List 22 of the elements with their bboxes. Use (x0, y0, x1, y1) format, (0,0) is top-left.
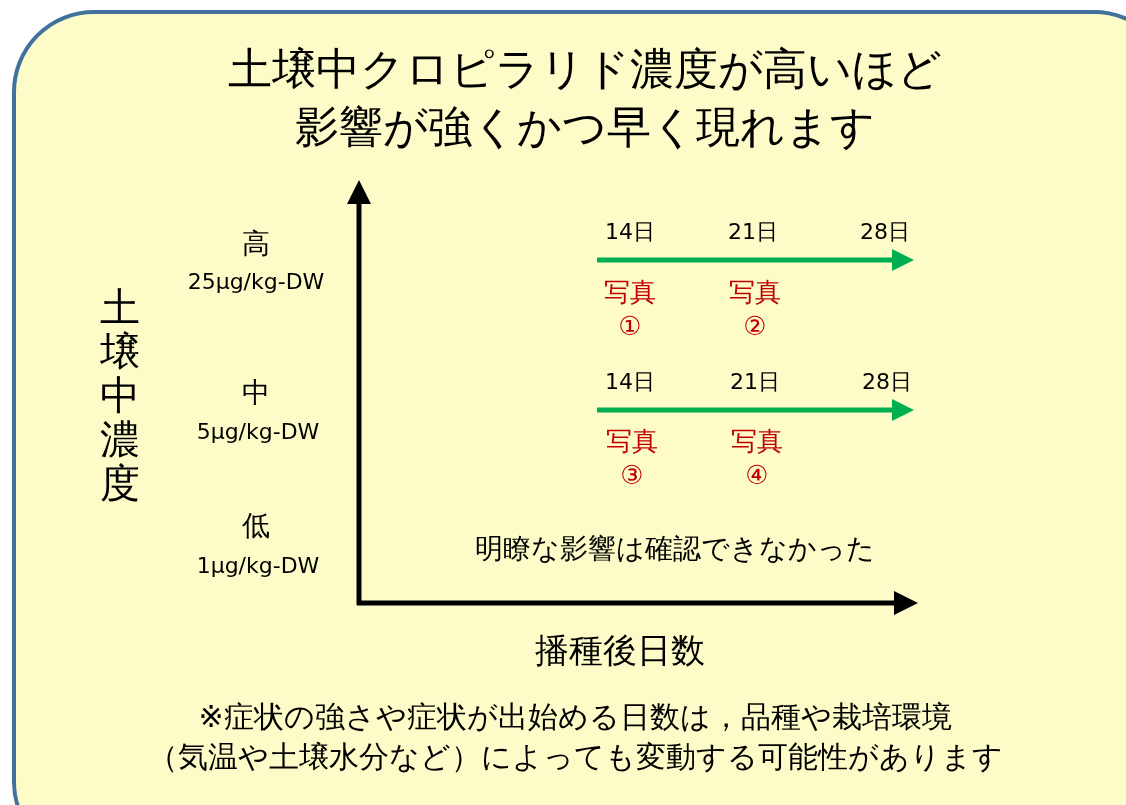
photo-label: 写真② (728, 276, 782, 343)
photo-label: 写真① (603, 276, 657, 343)
photo-label: 写真③ (605, 425, 659, 492)
concentration-label: 25μg/kg-DW (187, 268, 325, 296)
day-label: 21日 (730, 368, 780, 396)
concentration-label: 1μg/kg-DW (196, 552, 320, 580)
day-label: 14日 (605, 368, 655, 396)
day-label: 21日 (728, 218, 778, 246)
level-label: 高 (242, 227, 270, 261)
photo-label: 写真④ (730, 425, 784, 492)
axis-title: 土壌中濃度 (100, 285, 140, 505)
day-label: 14日 (605, 218, 655, 246)
title: 土壌中クロピラリド濃度が高いほど影響が強くかつ早く現れます (227, 41, 943, 154)
level-label: 中 (242, 376, 270, 410)
concentration-label: 5μg/kg-DW (196, 418, 320, 446)
footnote: （気温や土壌水分など）によっても変動する可能性があります (147, 739, 1003, 775)
day-label: 28日 (862, 368, 912, 396)
day-label: 28日 (860, 218, 910, 246)
level-label: 低 (242, 509, 270, 543)
axis-title: 播種後日数 (535, 629, 705, 671)
result-note: 明瞭な影響は確認できなかった (475, 532, 875, 566)
footnote: ※症状の強さや症状が出始める日数は，品種や栽培環境 (198, 699, 952, 735)
